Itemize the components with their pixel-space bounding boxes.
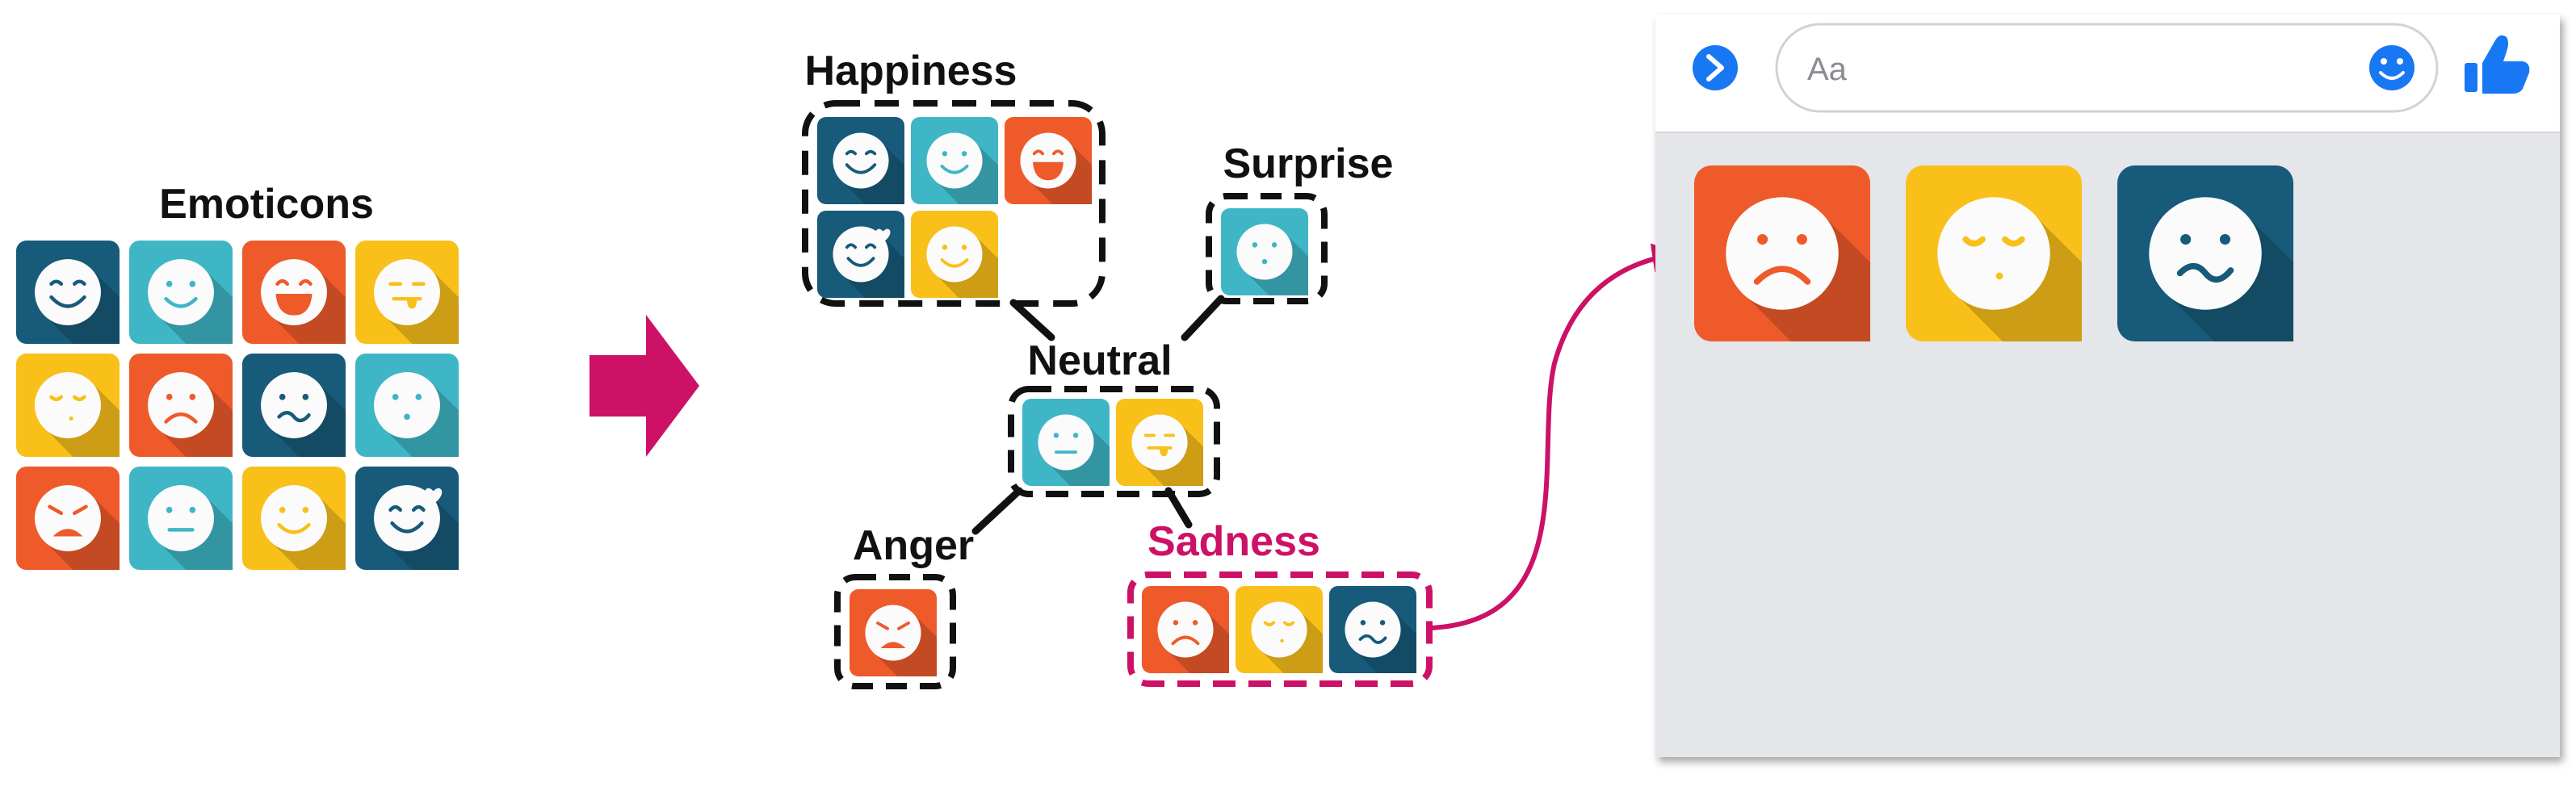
eyes-closed-smile-emoji-icon (817, 117, 904, 204)
surprise-emoji-icon (1221, 208, 1308, 295)
in-love-emoji-icon (817, 211, 904, 298)
anger-group-box (834, 574, 956, 689)
pensive-emoji-icon (16, 354, 120, 457)
happiness-label: Happiness (805, 48, 1017, 94)
chat-panel (1655, 15, 2560, 757)
laugh-emoji-icon (242, 241, 346, 344)
tongue-emoji-icon (1116, 399, 1203, 486)
frown-emoji-icon (1694, 165, 1870, 341)
surprise-label: Surprise (1223, 140, 1394, 187)
confused-emoji-icon (2117, 165, 2293, 341)
chat-window: Aa (1655, 15, 2560, 757)
curved-arrow (1429, 243, 1682, 630)
anger-icons (850, 589, 937, 676)
smile-emoji-icon (911, 117, 998, 204)
arrow-icon (589, 315, 699, 457)
sadness-group-box (1127, 571, 1433, 687)
anger-label: Anger (853, 522, 974, 569)
neutral-label: Neutral (1027, 337, 1172, 384)
message-input-placeholder: Aa (1807, 52, 1848, 87)
happiness-group-box (802, 100, 1105, 307)
emoji-icon[interactable] (2369, 45, 2414, 90)
surprise-emoji-icon (355, 354, 459, 457)
confused-emoji-icon (1329, 586, 1416, 673)
frown-emoji-icon (129, 354, 233, 457)
pensive-emoji-icon (1236, 586, 1323, 673)
neutral-icons (1022, 399, 1203, 486)
sadness-icons (1142, 586, 1416, 673)
like-icon[interactable] (2465, 35, 2530, 94)
message-input[interactable] (1775, 23, 2439, 113)
laugh-emoji-icon (1005, 117, 1092, 204)
emoticon-grid (16, 241, 459, 570)
smile-emoji-icon (242, 467, 346, 570)
frown-emoji-icon (1142, 586, 1229, 673)
neutral-group-box (1008, 386, 1220, 497)
pensive-emoji-icon (1906, 165, 2082, 341)
neutral-emoji-icon (1022, 399, 1110, 486)
emoticons-label: Emoticons (159, 181, 374, 228)
confused-emoji-icon (242, 354, 346, 457)
expand-icon[interactable] (1693, 45, 1738, 90)
chat-sent-stickers (1694, 165, 2293, 341)
angry-emoji-icon (850, 589, 937, 676)
happiness-icons (817, 117, 1092, 298)
eyes-closed-smile-emoji-icon (16, 241, 120, 344)
surprise-group-box (1206, 193, 1328, 304)
neutral-emoji-icon (129, 467, 233, 570)
smile-emoji-icon (129, 241, 233, 344)
smile-emoji-icon (911, 211, 998, 298)
tongue-emoji-icon (355, 241, 459, 344)
sadness-label: Sadness (1147, 518, 1320, 565)
surprise-icons (1221, 208, 1308, 295)
angry-emoji-icon (16, 467, 120, 570)
in-love-emoji-icon (355, 467, 459, 570)
